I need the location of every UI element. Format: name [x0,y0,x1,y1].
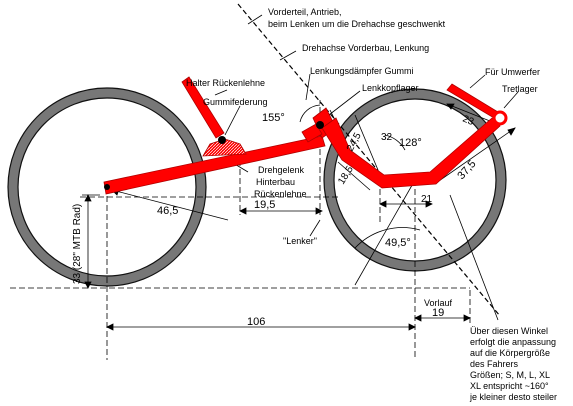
dim-19: 19 [432,307,444,319]
note-line-1: Über diesen Winkel [470,326,548,336]
note-line-3: auf die Körpergröße [470,348,550,358]
label-fuer-umwerfer: Für Umwerfer [485,67,540,77]
label-tretlager: Tretlager [502,84,538,94]
dim-106: 106 [247,316,265,328]
front-boom [321,117,501,189]
backrest-holder [181,76,225,139]
label-vorderteil-2: beim Lenken um die Drehachse geschwenkt [268,19,446,29]
dim-155: 155° [262,112,285,124]
rear-axle [104,184,110,190]
note-line-7: je kleiner desto steiler [469,392,557,402]
leader-lines [214,14,519,321]
dim-33: 33 (28" MTB Rad) [72,204,83,284]
label-halter: Halter Rückenlehne [186,78,265,88]
handlebar [301,123,323,143]
label-drehgelenk-1: Drehgelenk [258,165,305,175]
note-line-5: Größen; S, M, L, XL [470,370,550,380]
bike-frame [103,76,508,195]
dim-19-5: 19,5 [254,199,275,211]
label-vorlauf: Vorlauf [424,298,453,308]
note-line-4: des Fahrers [470,359,519,369]
note-line-2: erfolgt die anpassung [470,337,556,347]
label-lenkkopflager: Lenkkopflager [362,83,419,93]
rear-frame-tube [103,135,326,195]
dim-32: 32 [381,132,393,143]
bottom-bracket [492,110,508,126]
label-drehgelenk-2: Hinterbau [256,177,295,187]
label-drehgelenk-3: Rückenlehne [254,189,307,199]
label-gummifederung: Gummifederung [203,97,268,107]
label-vorderteil-1: Vorderteil, Antrieb, [268,7,342,17]
dim-46-5: 46,5 [157,205,178,217]
dim-23: 23 [461,114,476,129]
rubber-suspension [202,138,247,157]
label-drehachse: Drehachse Vorderbau, Lenkung [302,43,429,53]
dim-21: 21 [421,194,433,205]
dim-49-5: 49,5° [385,237,411,249]
dim-128: 128° [399,137,422,149]
dimension-lines [82,103,516,331]
label-lenker: "Lenker" [283,236,317,246]
note-line-6: XL entspricht ~160° [470,381,549,391]
steering-pivot [316,121,324,129]
steering-axis-line [237,3,501,317]
construction-lines [10,100,471,360]
label-lenkungsdaempfer: Lenkungsdämpfer Gummi [310,66,414,76]
pivot-joint [218,136,226,144]
